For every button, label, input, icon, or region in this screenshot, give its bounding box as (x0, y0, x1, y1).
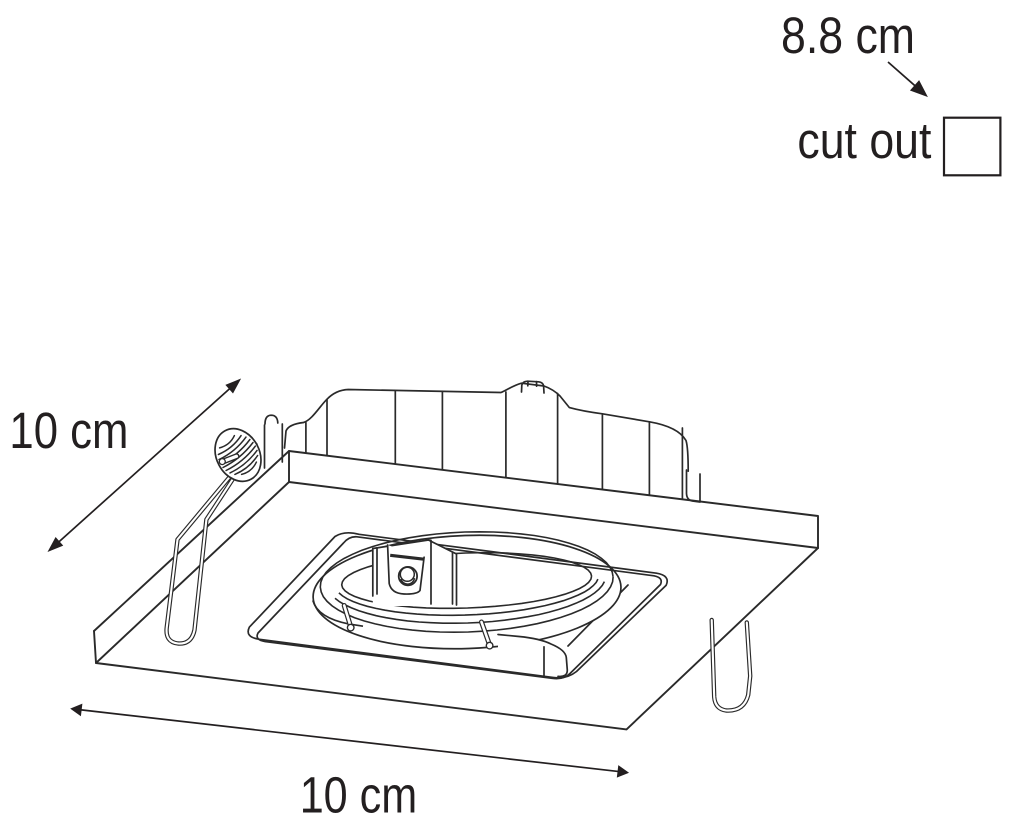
svg-text:8.8 cm: 8.8 cm (781, 7, 915, 64)
svg-text:10 cm: 10 cm (9, 402, 128, 459)
svg-text:cut out: cut out (797, 112, 931, 169)
svg-text:10 cm: 10 cm (300, 767, 418, 824)
